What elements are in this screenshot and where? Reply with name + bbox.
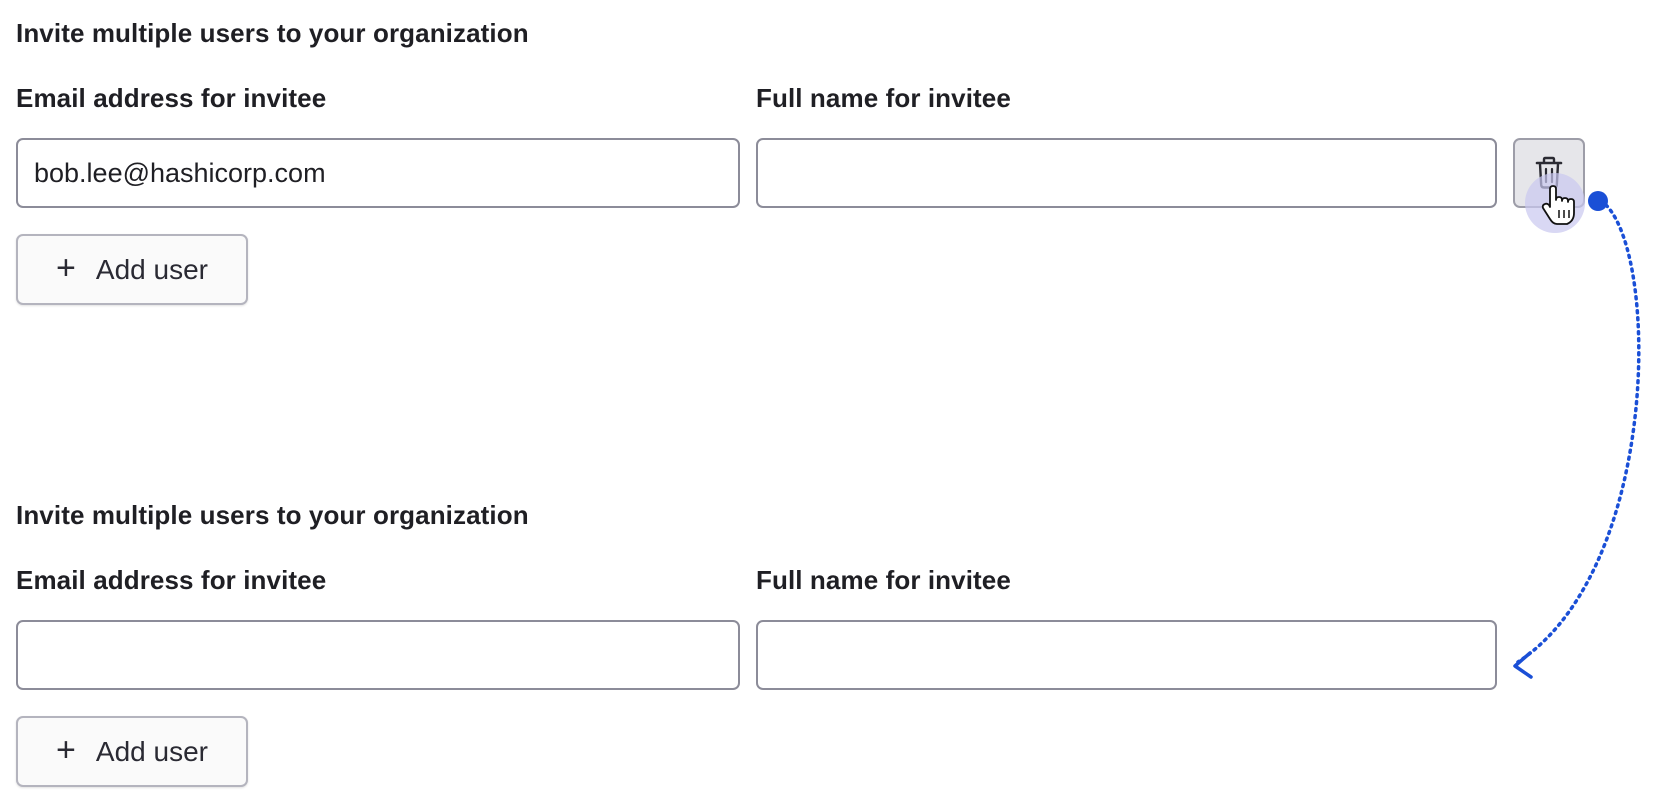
full-name-label: Full name for invitee [756, 83, 1011, 113]
form-heading: Invite multiple users to your organizati… [16, 500, 529, 530]
plus-icon: + [56, 731, 76, 769]
add-user-button[interactable]: + Add user [16, 234, 248, 305]
email-field[interactable] [16, 138, 740, 208]
full-name-field[interactable] [756, 138, 1497, 208]
delete-row-button[interactable] [1513, 138, 1585, 208]
form-heading: Invite multiple users to your organizati… [16, 18, 529, 48]
full-name-field[interactable] [756, 620, 1497, 690]
email-label: Email address for invitee [16, 83, 327, 113]
email-field[interactable] [16, 620, 740, 690]
full-name-label: Full name for invitee [756, 565, 1011, 595]
plus-icon: + [56, 249, 76, 287]
invite-form-before: Invite multiple users to your organizati… [16, 0, 1585, 305]
invite-form-after: Invite multiple users to your organizati… [16, 482, 1576, 787]
arrow-start-dot [1588, 191, 1608, 211]
add-user-label: Add user [95, 253, 208, 285]
add-user-label: Add user [95, 735, 208, 767]
trash-icon [1535, 156, 1563, 189]
email-label: Email address for invitee [16, 565, 327, 595]
add-user-button[interactable]: + Add user [16, 716, 248, 787]
